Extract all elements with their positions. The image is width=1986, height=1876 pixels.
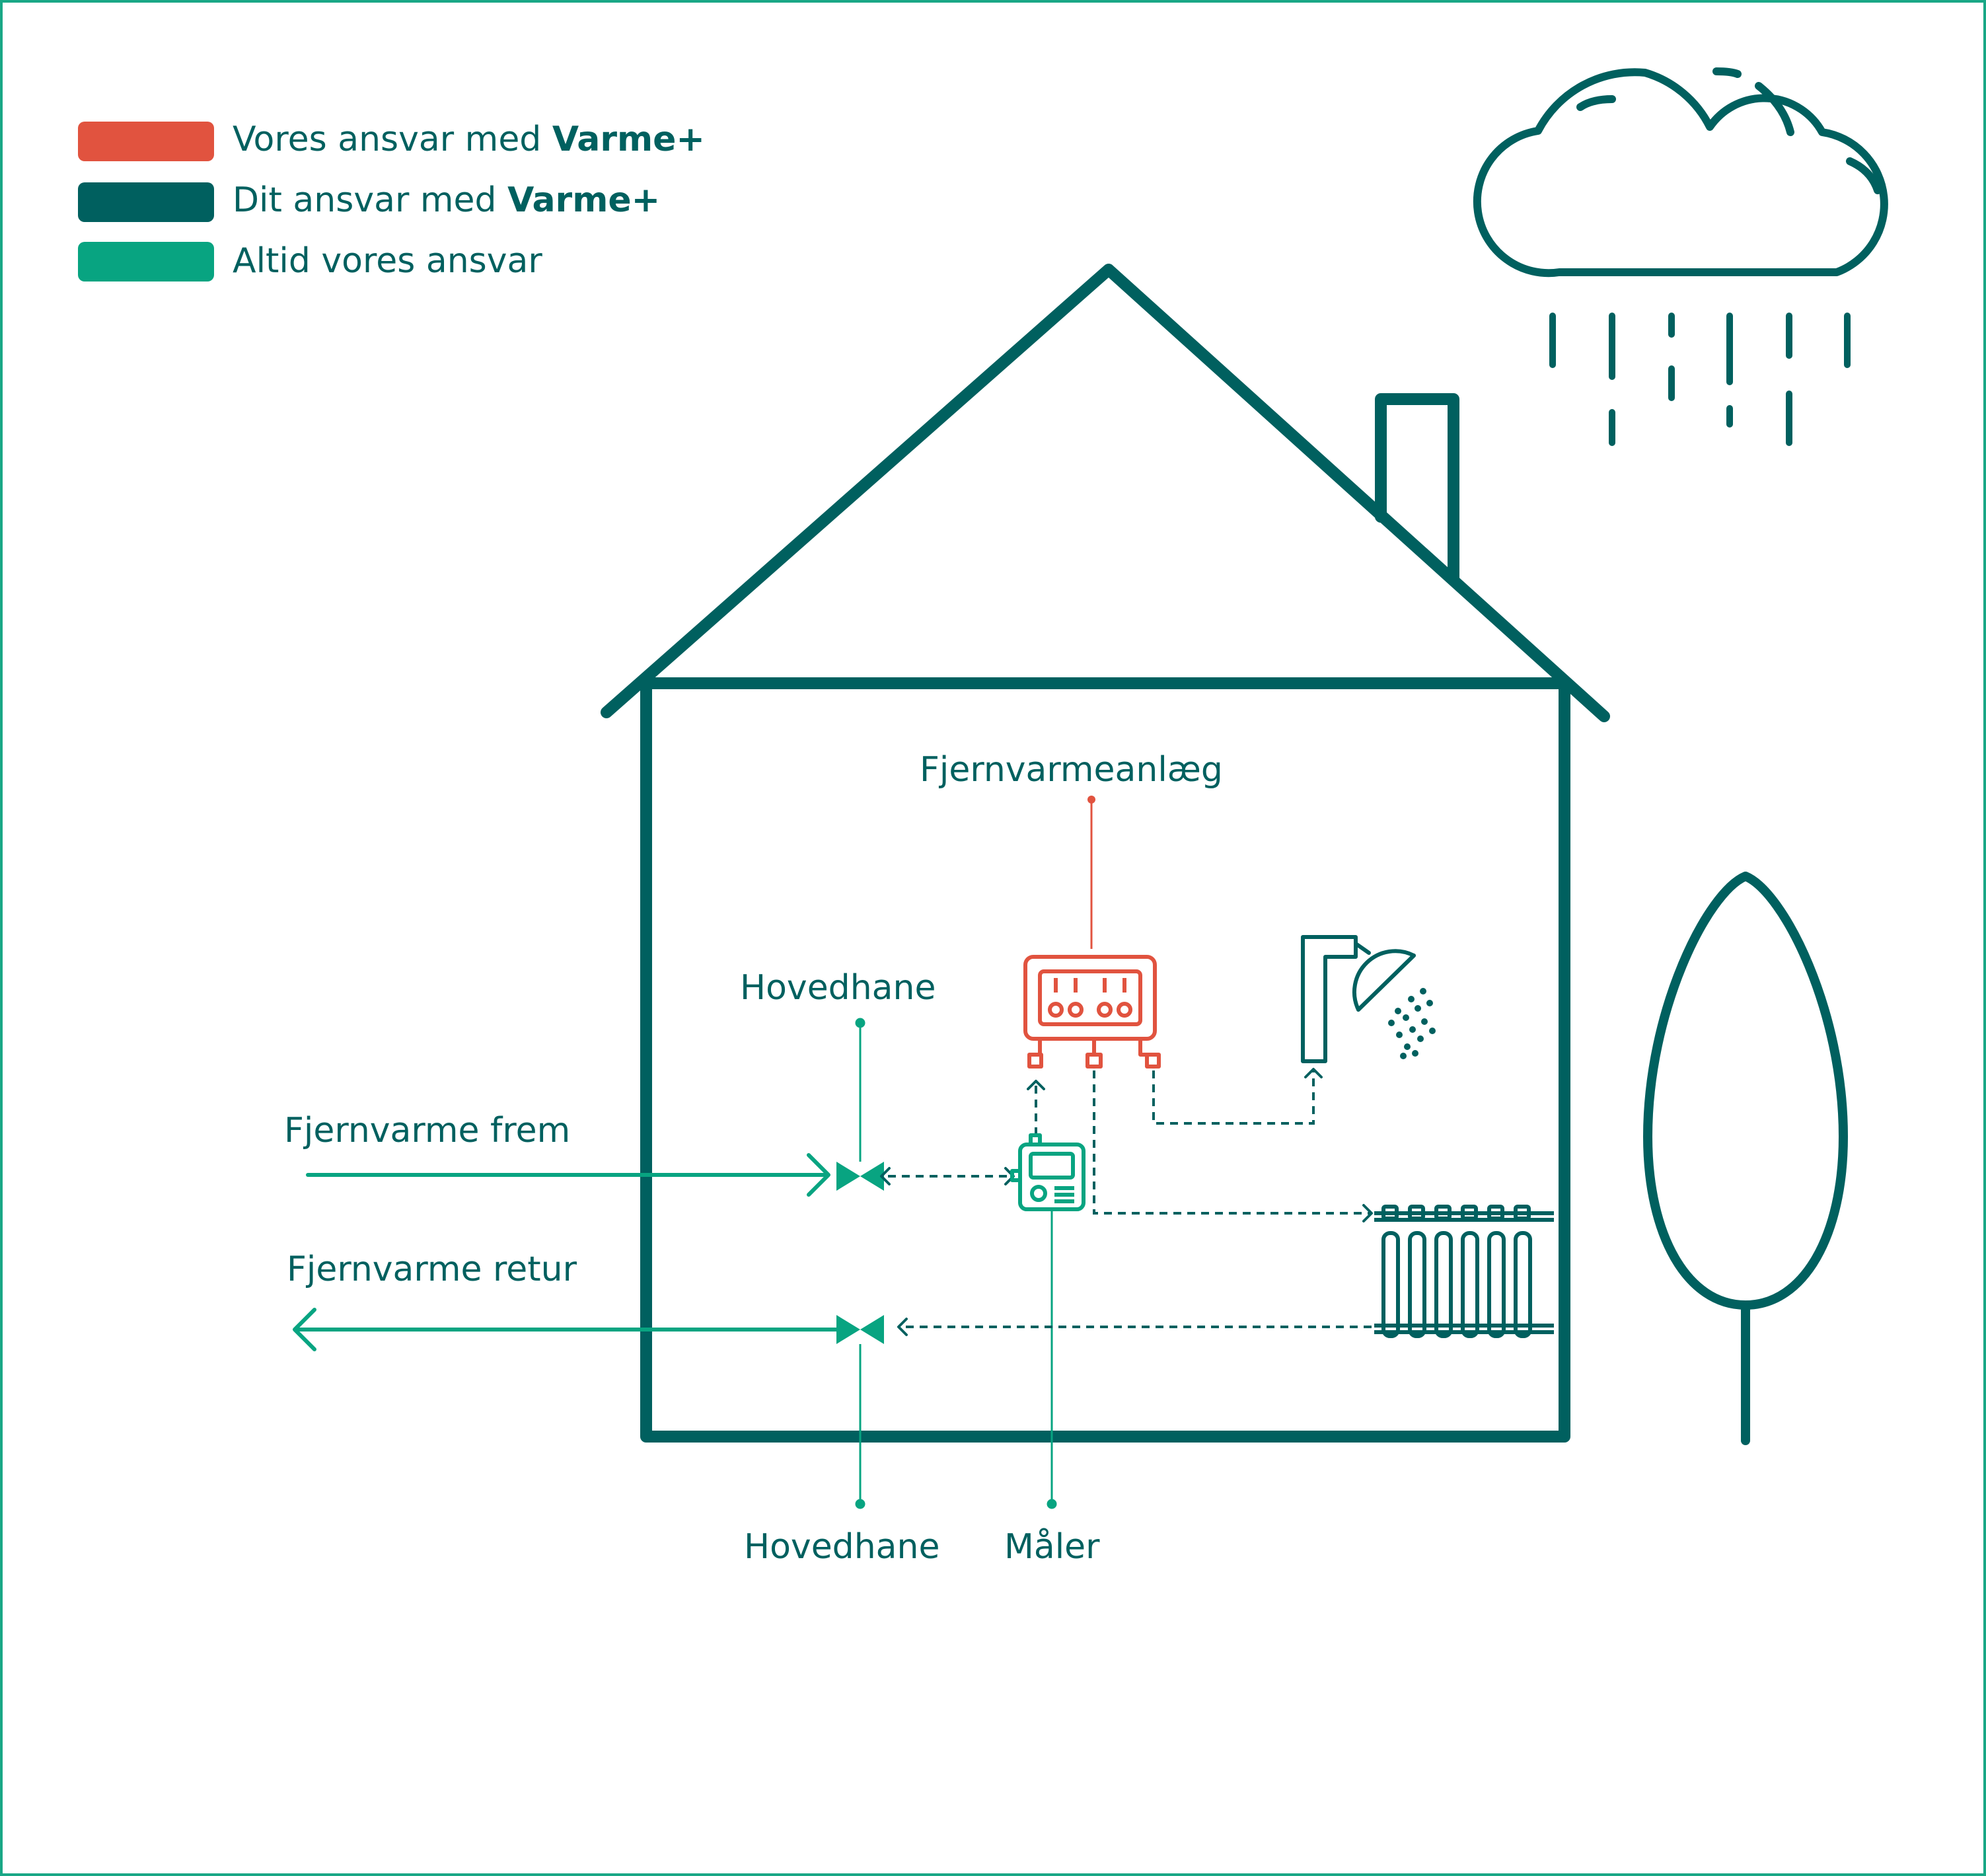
leader-dot-substation — [1087, 796, 1095, 804]
piping-arrowheads — [880, 1068, 1373, 1336]
valve-return — [836, 1315, 884, 1344]
house-walls — [640, 677, 1570, 1443]
substation-icon — [1023, 955, 1161, 1069]
legend-swatch-always — [78, 242, 214, 281]
shower-icon — [1301, 935, 1416, 1063]
label-maaler: Måler — [1004, 1527, 1100, 1567]
supply-pipe — [306, 1153, 830, 1197]
valve-supply — [836, 1162, 884, 1191]
legend-label-ours: Vores ansvar med Varme+ — [233, 120, 705, 159]
leader-lines-green — [855, 1018, 1057, 1509]
label-fjernvarmeanlaeg: Fjernvarmeanlæg — [920, 750, 1223, 790]
label-hovedhane-top: Hovedhane — [740, 968, 936, 1008]
internal-piping — [888, 1070, 1372, 1328]
house-roof — [601, 264, 1610, 722]
legend-label-always: Altid vores ansvar — [233, 241, 542, 281]
return-pipe — [293, 1308, 838, 1351]
cloud-icon — [1473, 67, 1888, 278]
label-hovedhane-bottom: Hovedhane — [744, 1527, 939, 1567]
tree-icon — [1643, 872, 1848, 1445]
legend-swatch-ours — [78, 122, 214, 161]
legend-label-yours: Dit ansvar med Varme+ — [233, 180, 660, 220]
chimney-icon — [1375, 393, 1459, 585]
shower-drops — [1388, 988, 1436, 1059]
valve-icon — [836, 1162, 884, 1344]
meter-icon — [1010, 1133, 1085, 1211]
legend-swatch-yours — [78, 182, 214, 222]
house-icon — [601, 264, 1610, 1443]
label-fjernvarme-retur: Fjernvarme retur — [287, 1250, 577, 1289]
rain-icon — [1549, 313, 1851, 446]
legend: Vores ansvar med Varme+ Dit ansvar med V… — [78, 120, 705, 281]
label-fjernvarme-frem: Fjernvarme frem — [284, 1111, 570, 1150]
radiator-icon — [1374, 1205, 1554, 1338]
